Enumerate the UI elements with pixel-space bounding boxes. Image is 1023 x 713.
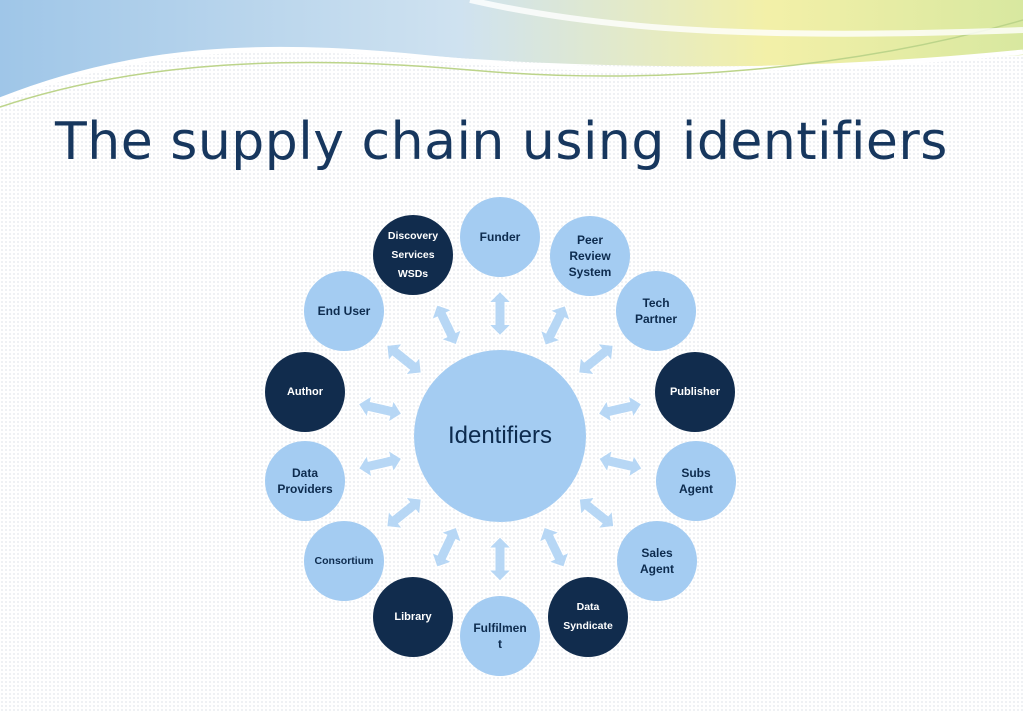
slide-title: The supply chain using identifiers [55, 112, 948, 172]
node-sales-agent: Sales Agent [617, 521, 697, 601]
node-discovery-services: Discovery Services WSDs [373, 215, 453, 295]
arrow-funder [487, 290, 513, 337]
node-fulfilment: Fulfilmen t [460, 596, 540, 676]
arrow-subs-agent [598, 449, 643, 478]
arrow-data-syndicate [538, 526, 570, 568]
arrow-peer-review-system [539, 305, 571, 346]
node-end-user: End User [304, 271, 384, 351]
arrow-author [357, 394, 403, 424]
node-library: Library [373, 577, 453, 657]
arrow-data-providers [358, 449, 403, 478]
arrow-consortium [386, 496, 422, 529]
arrow-publisher [597, 394, 643, 424]
node-author: Author [265, 352, 345, 432]
arrow-tech-partner [578, 343, 614, 376]
identifiers-hub: Identifiers [414, 350, 586, 522]
arrow-sales-agent [578, 496, 615, 529]
node-funder: Funder [460, 197, 540, 277]
arrow-library [431, 526, 463, 568]
header-banner [0, 0, 1023, 108]
arrow-discovery-services [431, 304, 463, 346]
node-peer-review-system: Peer Review System [550, 216, 630, 296]
node-tech-partner: Tech Partner [616, 271, 696, 351]
node-data-syndicate: Data Syndicate [548, 577, 628, 657]
node-consortium: Consortium [304, 521, 384, 601]
arrow-end-user [386, 343, 422, 376]
node-data-providers: Data Providers [265, 441, 345, 521]
node-subs-agent: Subs Agent [656, 441, 736, 521]
arrow-fulfilment [487, 536, 513, 582]
node-publisher: Publisher [655, 352, 735, 432]
